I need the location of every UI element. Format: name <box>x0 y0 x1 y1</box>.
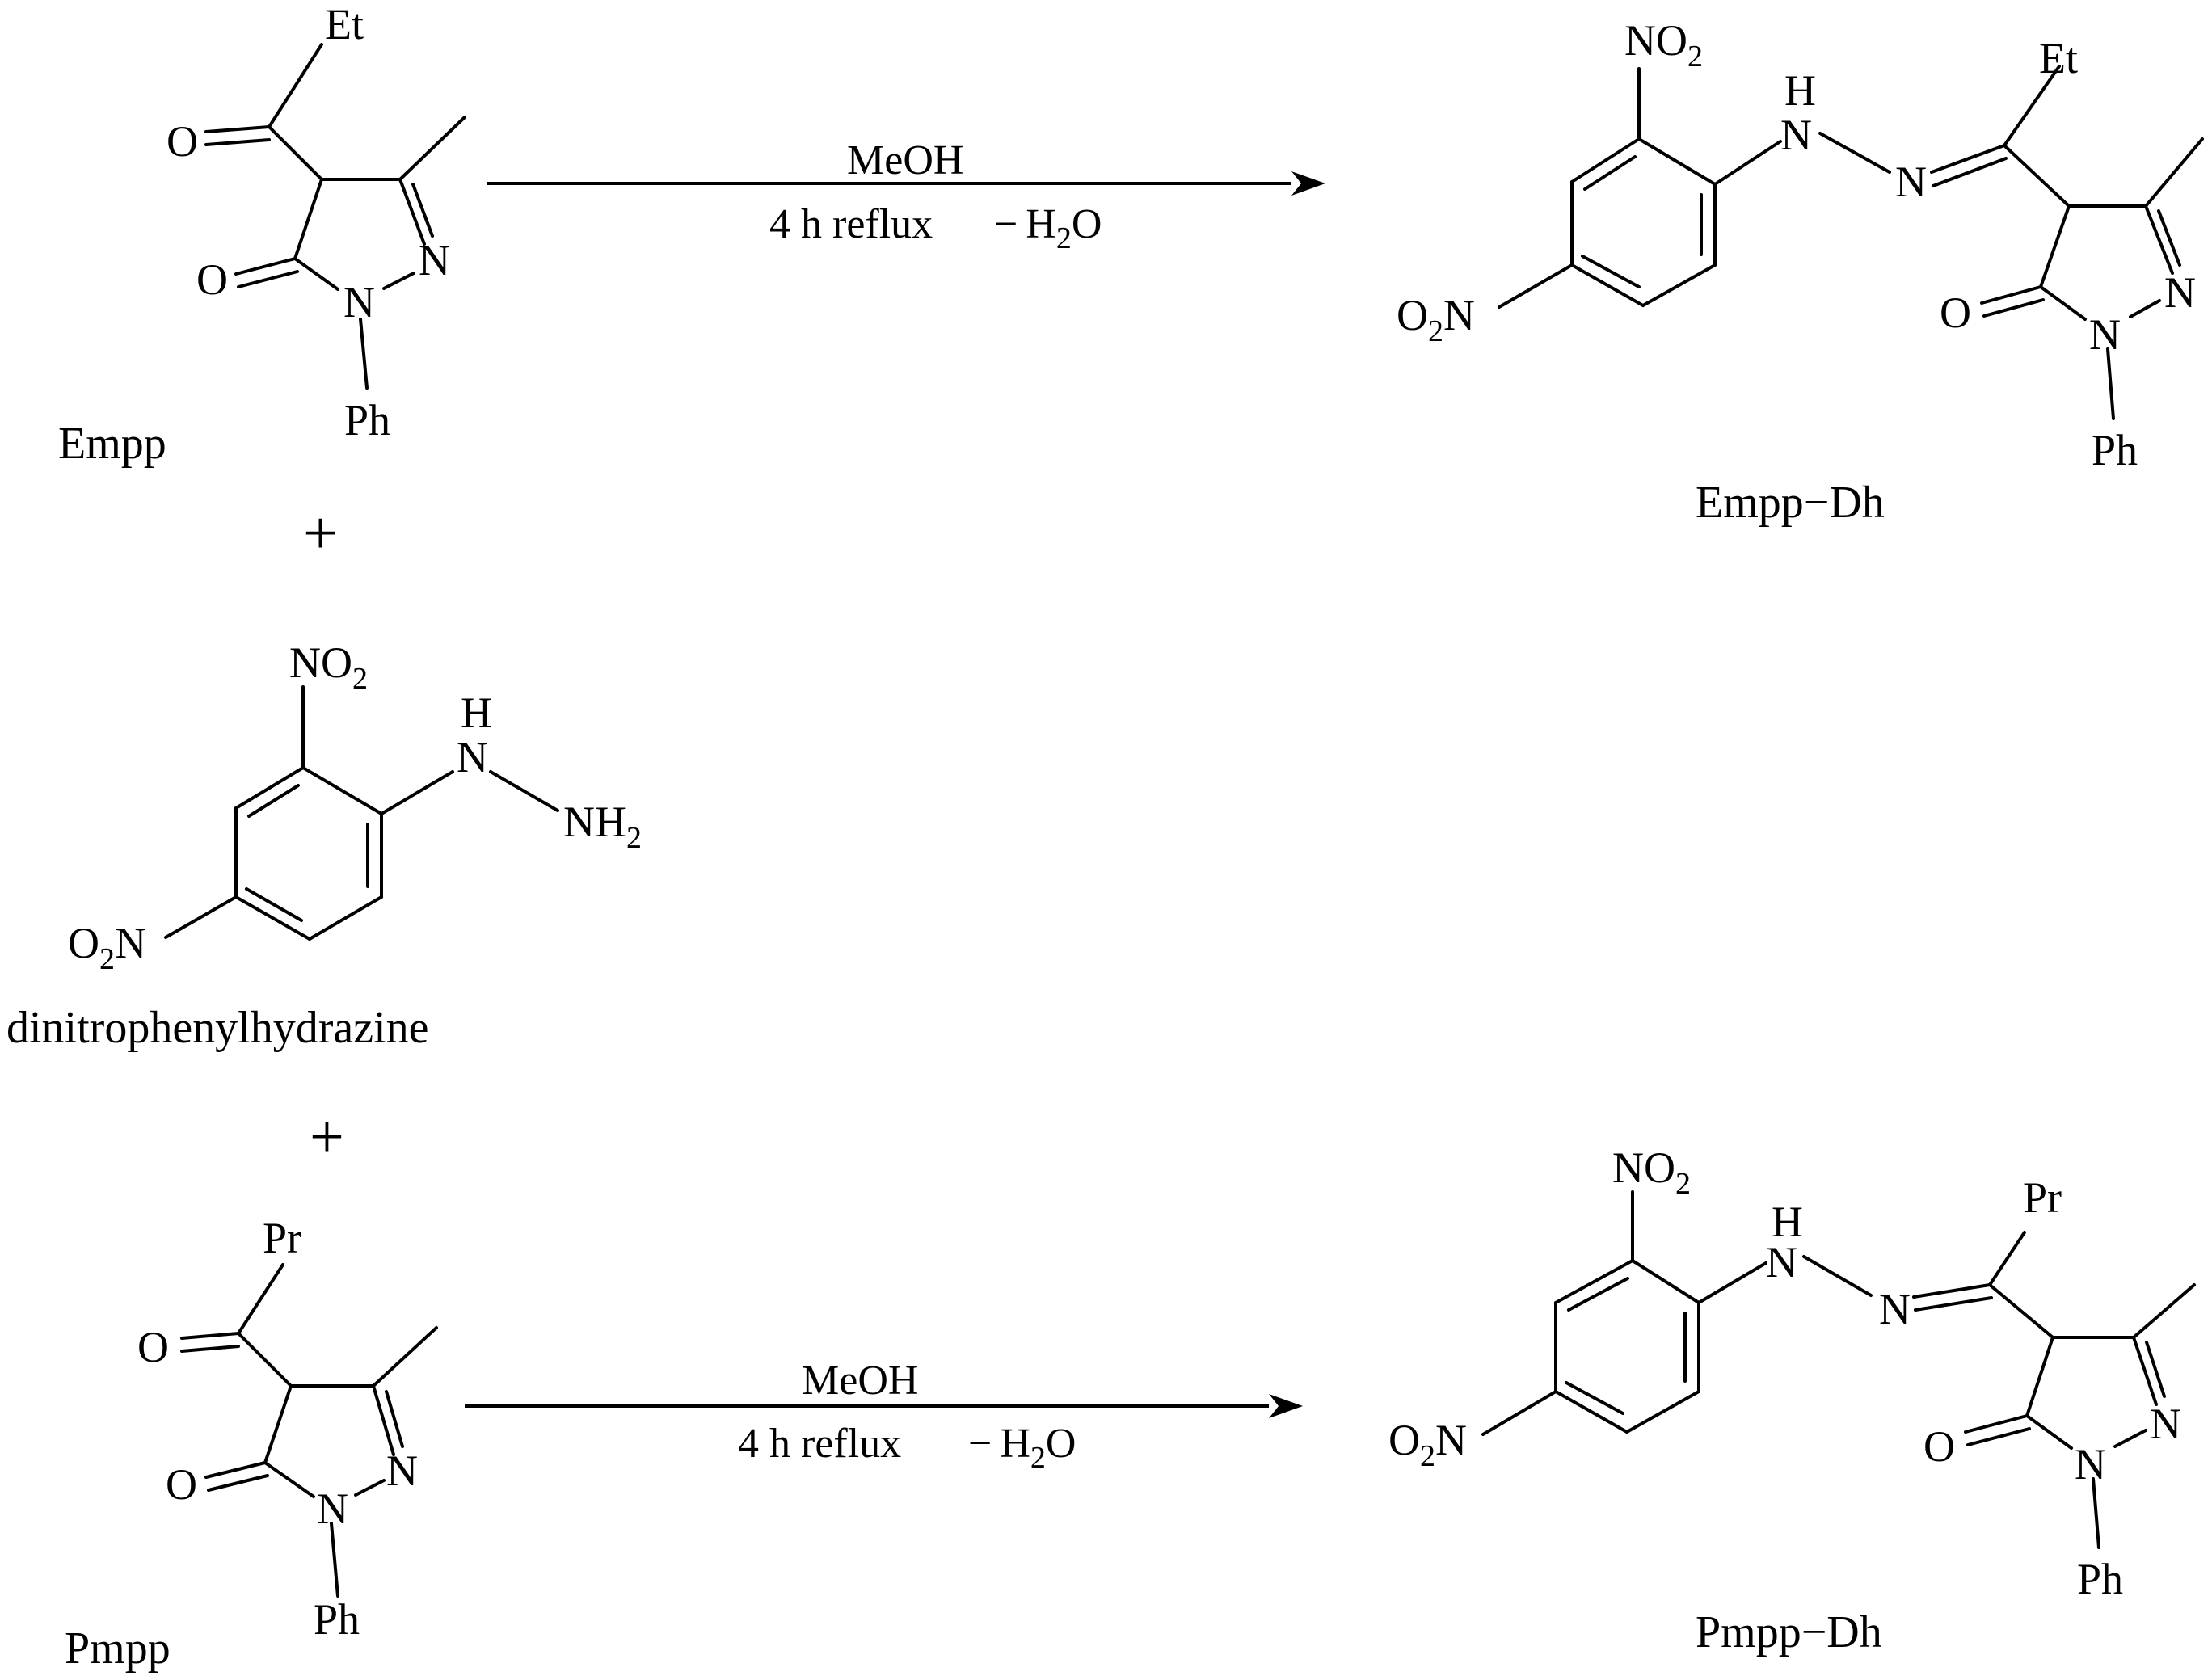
pmpp-dh-nh-hydrogen-label: H <box>1772 1198 1803 1246</box>
reaction-arrow-2: MeOH 4 h reflux −H2O <box>465 1358 1303 1475</box>
pmpp-acyl-oxygen-label: O <box>137 1323 169 1371</box>
pmpp-dh-bonds <box>1481 1190 2196 1549</box>
pmpp-dh-name: Pmpp−Dh <box>1696 1607 1882 1657</box>
pmpp-dh-ring-oxygen-label: O <box>1923 1422 1955 1471</box>
dnph-nitro-top-label: NO2 <box>289 638 368 696</box>
pmpp-dh-structure: NO2 O2N H N N Pr O N N Ph <box>1388 1143 2196 1603</box>
pmpp-name: Pmpp <box>65 1623 171 1674</box>
empp-dh-n2-label: N <box>2164 268 2196 317</box>
pmpp-dh-imine-nitrogen-label: N <box>1879 1285 1911 1333</box>
pmpp-bonds <box>180 1263 438 1598</box>
dnph-name: dinitrophenylhydrazine <box>6 1003 429 1053</box>
empp-dh-nitro-left-label: O2N <box>1397 291 1475 348</box>
reaction-2-byproduct: −H2O <box>968 1421 1076 1475</box>
pmpp-dh-acyl-group-label: Pr <box>2023 1173 2062 1222</box>
reaction-arrow-1: MeOH 4 h reflux −H2O <box>487 137 1325 255</box>
empp-dh-n1-label: N <box>2089 310 2121 359</box>
empp-dh-phenyl-label: Ph <box>2092 426 2138 474</box>
empp-phenyl-label: Ph <box>344 396 390 444</box>
empp-n2-label: N <box>419 236 450 284</box>
pmpp-dh-nitro-left-label: O2N <box>1388 1416 1467 1473</box>
empp-bonds <box>204 43 466 390</box>
reaction-1-solvent: MeOH <box>847 137 963 183</box>
plus-sign-2: + <box>310 1103 344 1171</box>
pmpp-acyl-group-label: Pr <box>263 1214 301 1262</box>
reaction-2-conditions: 4 h reflux <box>738 1421 901 1467</box>
pmpp-structure: Pr O O N N Ph <box>137 1214 438 1644</box>
dnph-bonds <box>164 685 559 941</box>
reaction-1-byproduct: −H2O <box>994 201 1102 255</box>
dnph-nh2-label: NH2 <box>563 798 642 855</box>
plus-sign-1: + <box>303 499 338 567</box>
empp-dh-structure: NO2 O2N H N N Et O N N Ph <box>1397 16 2204 474</box>
reaction-2-solvent: MeOH <box>802 1358 918 1404</box>
pmpp-dh-nitro-top-label: NO2 <box>1612 1143 1691 1201</box>
pmpp-phenyl-label: Ph <box>314 1595 360 1644</box>
dnph-nitro-left-label: O2N <box>68 919 146 976</box>
pmpp-n2-label: N <box>386 1446 418 1495</box>
empp-n1-label: N <box>343 278 375 326</box>
empp-dh-bonds <box>1498 65 2204 420</box>
reaction-1-conditions: 4 h reflux <box>769 201 933 247</box>
empp-dh-acyl-group-label: Et <box>2039 34 2078 82</box>
empp-dh-name: Empp−Dh <box>1696 478 1885 528</box>
empp-dh-ring-oxygen-label: O <box>1940 288 1971 337</box>
empp-name: Empp <box>58 419 166 469</box>
empp-structure: Et O O N N Ph <box>166 0 466 444</box>
empp-dh-imine-nitrogen-label: N <box>1895 158 1927 206</box>
dnph-nh-hydrogen-label: H <box>461 689 492 737</box>
pmpp-dh-n1-label: N <box>2075 1440 2106 1489</box>
dnph-structure: NO2 O2N H N NH2 <box>68 638 642 976</box>
empp-acyl-oxygen-label: O <box>166 117 198 166</box>
empp-dh-nitro-top-label: NO2 <box>1624 16 1703 74</box>
dnph-nh-nitrogen-label: N <box>457 733 488 781</box>
pmpp-dh-n2-label: N <box>2150 1400 2181 1448</box>
empp-ring-oxygen-label: O <box>196 255 228 304</box>
empp-dh-nh-hydrogen-label: H <box>1784 66 1816 115</box>
empp-acyl-group-label: Et <box>325 0 364 48</box>
empp-dh-nh-nitrogen-label: N <box>1780 111 1812 159</box>
pmpp-dh-phenyl-label: Ph <box>2077 1555 2123 1603</box>
pmpp-n1-label: N <box>317 1484 348 1533</box>
pmpp-ring-oxygen-label: O <box>166 1460 197 1509</box>
pmpp-dh-nh-nitrogen-label: N <box>1766 1238 1797 1286</box>
